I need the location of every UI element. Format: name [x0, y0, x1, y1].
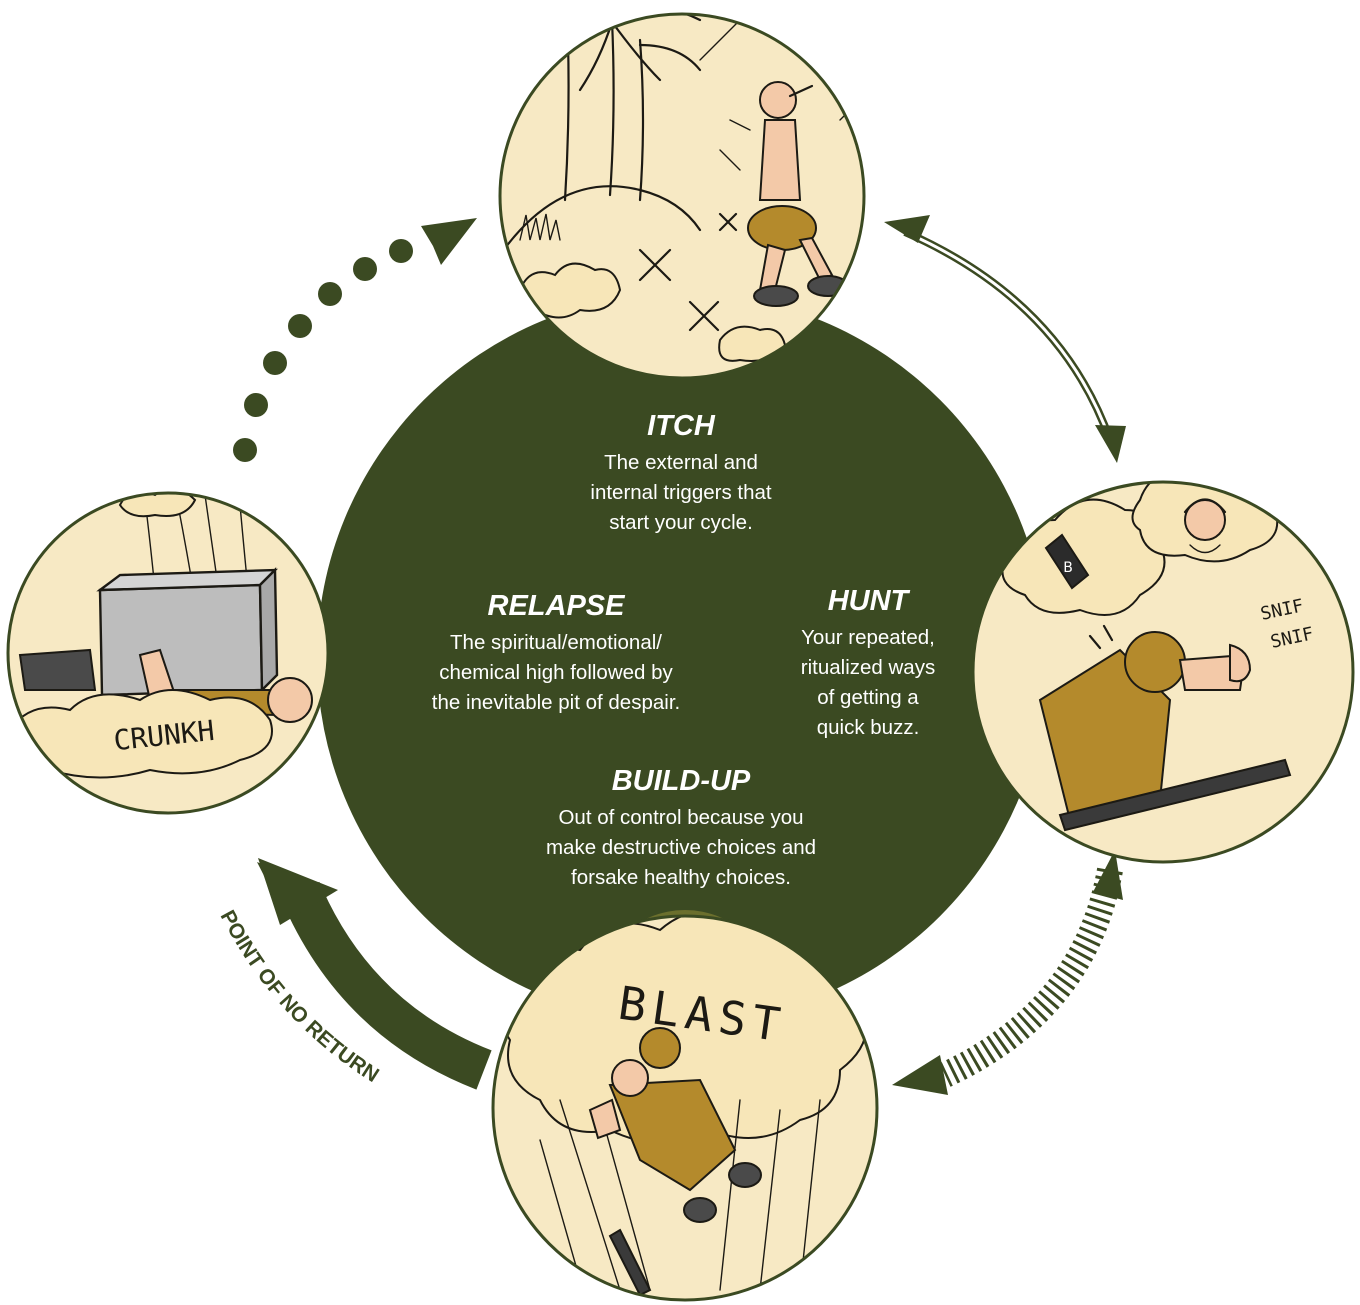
buildup-desc-line-2: make destructive choices and [546, 836, 816, 859]
hunt-desc-line-1: Your repeated, [801, 626, 935, 649]
relapse-illustration: CRUNKH [6, 491, 330, 815]
hunt-desc-line-3: of getting a [817, 686, 919, 709]
relapse-desc-line-1: The spiritual/emotional/ [450, 631, 662, 654]
itch-desc-line-2: internal triggers that [590, 481, 771, 504]
hunt-title: HUNT [828, 585, 911, 617]
build-up-illustration: BLAST [491, 914, 879, 1302]
buildup-text-block: BUILD-UP Out of control because you make… [546, 765, 816, 889]
itch-desc-line-1: The external and [604, 451, 758, 474]
hunt-desc-line-2: ritualized ways [801, 656, 935, 679]
itch-desc-line-3: start your cycle. [609, 511, 753, 534]
center-disc [317, 293, 1047, 1023]
relapse-desc-line-2: chemical high followed by [439, 661, 673, 684]
hunt-text-block: HUNT Your repeated, ritualized ways of g… [801, 585, 935, 739]
buildup-desc-line-1: Out of control because you [558, 806, 803, 829]
buildup-desc-line-3: forsake healthy choices. [571, 866, 791, 889]
double-arrow [884, 215, 1126, 463]
buildup-title: BUILD-UP [612, 765, 751, 797]
hunt-desc-line-4: quick buzz. [817, 716, 920, 739]
dotted-arrow [233, 218, 477, 462]
point-of-no-return-arrow [257, 858, 492, 1090]
itch-illustration [498, 12, 866, 380]
hunt-illustration: B SNIF SNIF [971, 480, 1355, 864]
hatched-arrow [892, 850, 1123, 1095]
relapse-title: RELAPSE [488, 590, 627, 622]
relapse-desc-line-3: the inevitable pit of despair. [432, 691, 680, 714]
itch-text-block: ITCH The external and internal triggers … [590, 410, 771, 534]
itch-title: ITCH [647, 410, 716, 442]
bottle-label: B [1063, 560, 1073, 576]
relapse-text-block: RELAPSE The spiritual/emotional/ chemica… [432, 590, 680, 714]
